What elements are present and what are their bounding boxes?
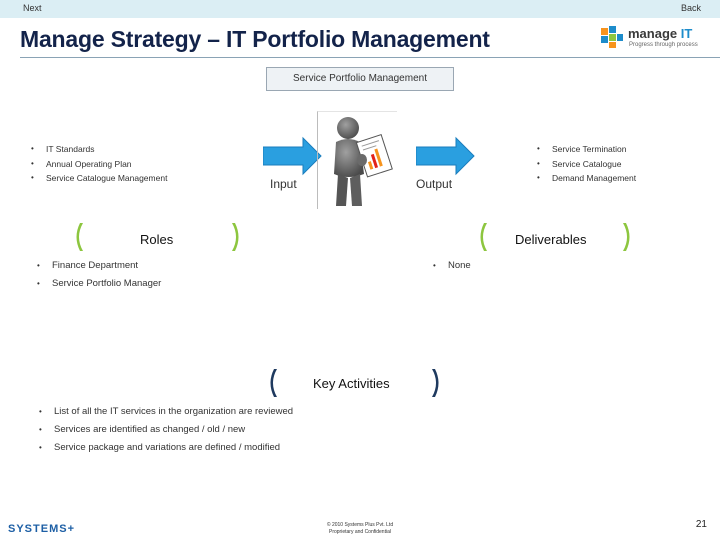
page-number: 21: [695, 519, 707, 530]
left-bracket-icon: [76, 223, 83, 251]
key-activities-heading: Key Activities: [313, 376, 390, 391]
systems-plus-logo: SYSTEMS+: [8, 523, 75, 535]
person-holding-chart-icon: [334, 117, 393, 206]
left-bracket-icon: [270, 369, 277, 397]
logo-wordmark-accent: IT: [680, 26, 693, 41]
output-label: Output: [416, 177, 453, 191]
list-item: IT Standards: [28, 143, 167, 158]
logo-wordmark: manage IT: [628, 26, 692, 41]
logo-tagline: Progress through process: [629, 42, 698, 48]
right-bracket-icon: [232, 223, 239, 251]
confidentiality-line: Proprietary and Confidential: [329, 529, 391, 535]
roles-header: Roles: [74, 222, 250, 252]
list-item: List of all the IT services in the organ…: [36, 405, 293, 423]
list-item: Finance Department: [34, 259, 161, 277]
list-item: Service Portfolio Manager: [34, 277, 161, 295]
key-activities-list: List of all the IT services in the organ…: [36, 405, 293, 459]
list-item: Service package and variations are defin…: [36, 441, 293, 459]
page-title: Manage Strategy – IT Portfolio Managemen…: [20, 26, 490, 52]
output-arrow-icon: [416, 136, 475, 176]
input-label: Input: [270, 177, 297, 191]
deliverables-heading: Deliverables: [515, 232, 587, 247]
inputs-list: IT Standards Annual Operating Plan Servi…: [28, 143, 167, 187]
roles-list: Finance Department Service Portfolio Man…: [34, 259, 161, 295]
copyright-notice: © 2010 Systems Plus Pvt. Ltd Proprietary…: [300, 522, 420, 536]
left-bracket-icon: [480, 223, 487, 251]
key-activities-header: Key Activities: [268, 368, 454, 398]
list-item: Service Catalogue Management: [28, 172, 167, 187]
deliverables-header: Deliverables: [478, 222, 640, 252]
list-item: Annual Operating Plan: [28, 158, 167, 173]
title-divider: [20, 57, 720, 58]
list-item: Demand Management: [534, 172, 636, 187]
presenter-figure: [317, 111, 397, 209]
roles-heading: Roles: [140, 232, 174, 247]
list-item: Services are identified as changed / old…: [36, 423, 293, 441]
next-link[interactable]: Next: [23, 3, 42, 13]
manage-it-logo: manage IT Progress through process: [600, 24, 710, 54]
outputs-list: Service Termination Service Catalogue De…: [534, 143, 636, 187]
list-item: Service Termination: [534, 143, 636, 158]
right-bracket-icon: [432, 369, 439, 397]
list-item: None: [430, 259, 471, 277]
cube-logo-icon: [601, 26, 623, 48]
right-bracket-icon: [623, 223, 630, 251]
deliverables-list: None: [430, 259, 471, 277]
input-arrow-icon: [263, 136, 322, 176]
process-title-box: Service Portfolio Management: [266, 67, 454, 91]
logo-wordmark-prefix: manage: [628, 26, 681, 41]
top-nav-bar: Next Back: [0, 0, 720, 18]
back-link[interactable]: Back: [680, 3, 701, 13]
copyright-line: © 2010 Systems Plus Pvt. Ltd: [326, 522, 394, 528]
list-item: Service Catalogue: [534, 158, 636, 173]
